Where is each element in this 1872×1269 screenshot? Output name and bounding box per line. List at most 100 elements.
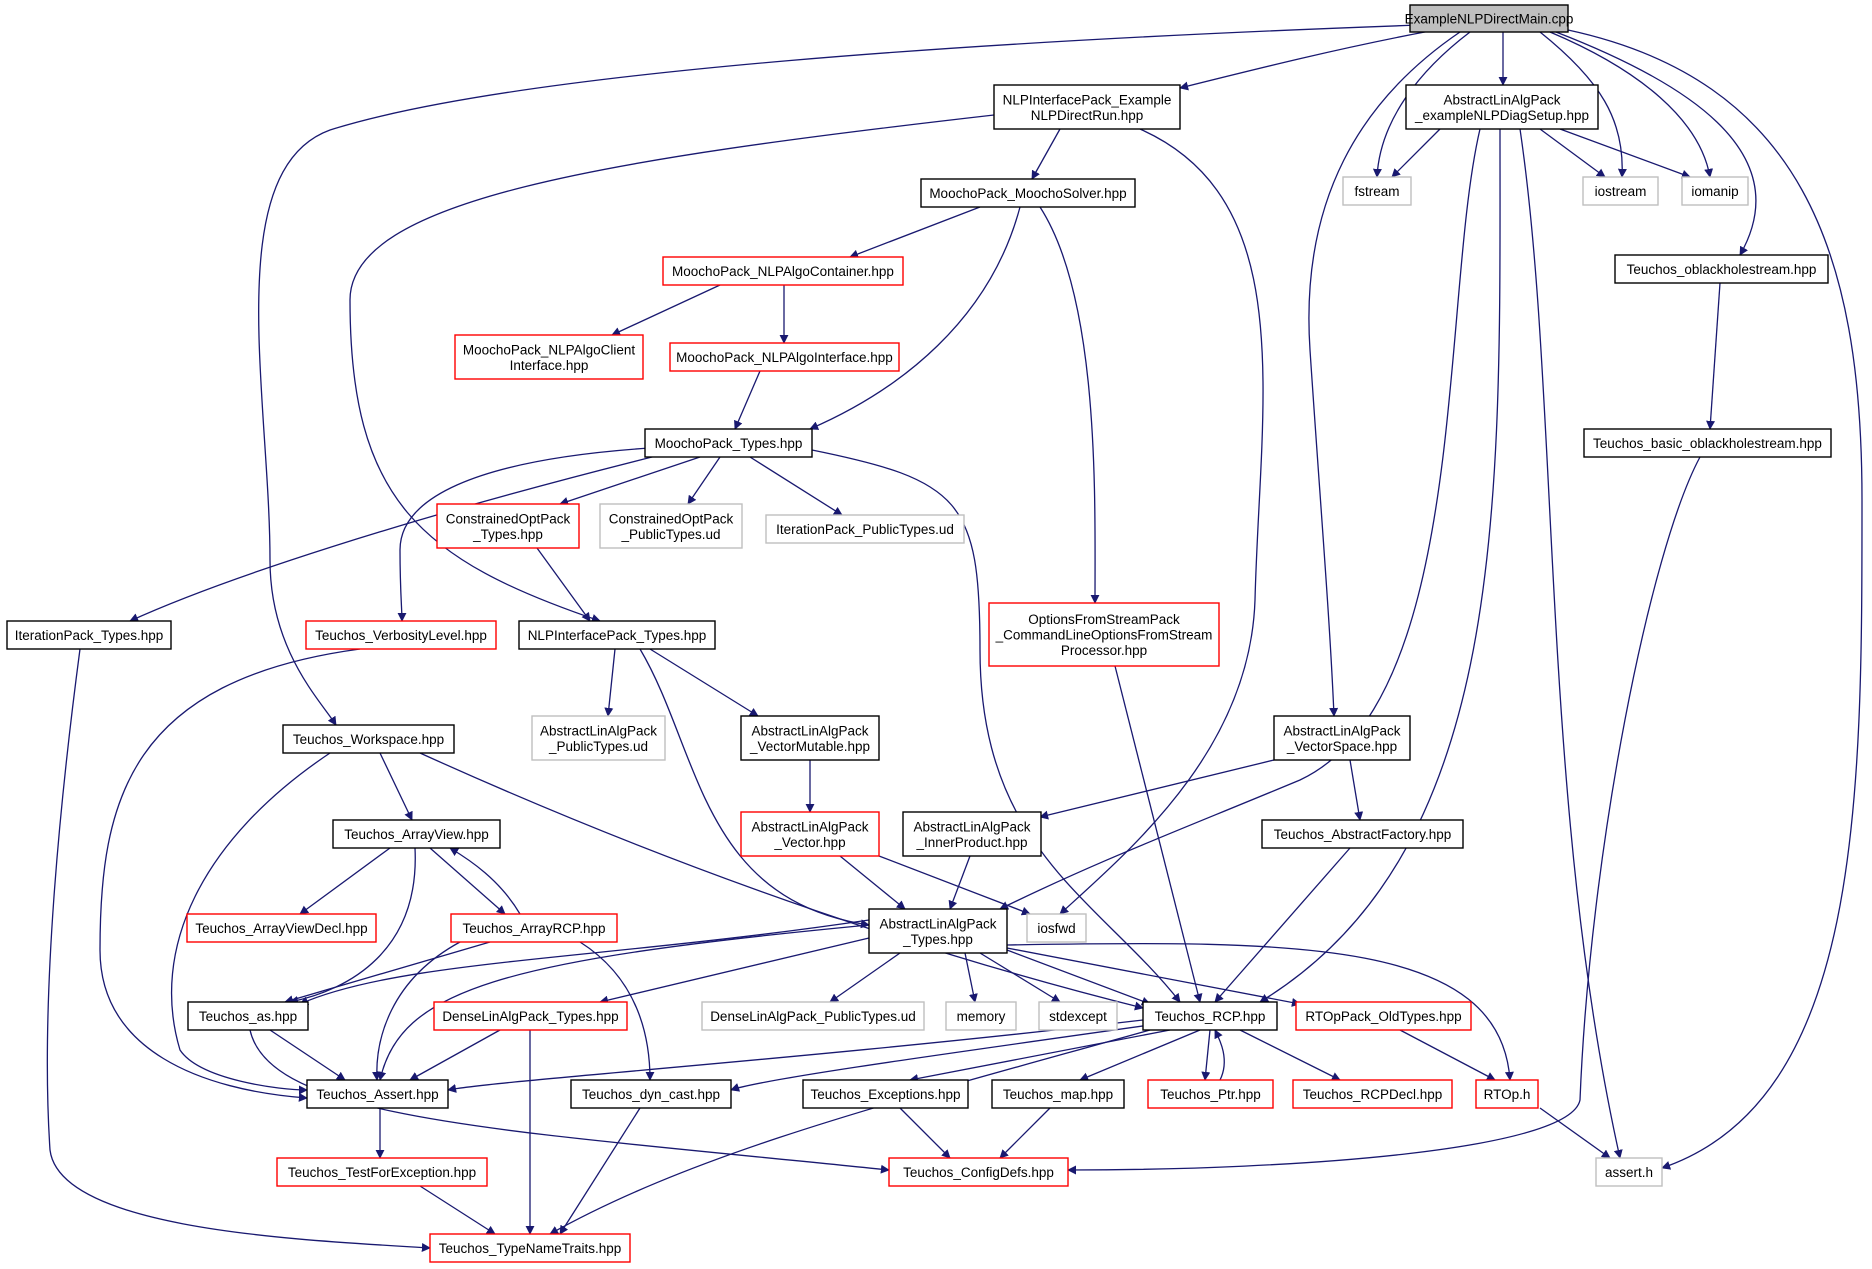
edge-alap_vector-to-alap_types: [839, 855, 906, 910]
node-label: NLPInterfacePack_Example: [1003, 92, 1172, 107]
node-iter-pub[interactable]: IterationPack_PublicTypes.ud: [765, 514, 965, 544]
node-nlpi-types[interactable]: NLPInterfacePack_Types.hpp: [518, 620, 716, 650]
edge-as-to-configdefs: [249, 1029, 890, 1174]
node-ofs[interactable]: OptionsFromStreamPack_CommandLineOptions…: [988, 602, 1220, 667]
node-label: AbstractLinAlgPack: [1443, 92, 1560, 107]
node-alap-pub[interactable]: AbstractLinAlgPack_PublicTypes.ud: [531, 715, 666, 761]
node-nlpalgo-container[interactable]: MoochoPack_NLPAlgoContainer.hpp: [662, 256, 904, 286]
node-iomanip[interactable]: iomanip: [1681, 176, 1749, 206]
node-alap-inner[interactable]: AbstractLinAlgPack_InnerProduct.hpp: [902, 811, 1042, 857]
node-label: Teuchos_RCP.hpp: [1155, 1009, 1266, 1024]
node-rcp[interactable]: Teuchos_RCP.hpp: [1142, 1001, 1278, 1031]
node-dyn-cast[interactable]: Teuchos_dyn_cast.hpp: [570, 1079, 732, 1109]
edge-moocho_types-to-copt_pub: [687, 456, 721, 505]
node-label: MoochoPack_NLPAlgoContainer.hpp: [672, 264, 894, 279]
node-moocho-solver[interactable]: MoochoPack_MoochoSolver.hpp: [920, 178, 1136, 208]
node-arrayview[interactable]: Teuchos_ArrayView.hpp: [332, 819, 501, 849]
node-label: MoochoPack_MoochoSolver.hpp: [929, 186, 1126, 201]
node-ptr[interactable]: Teuchos_Ptr.hpp: [1147, 1079, 1274, 1109]
node-label: Teuchos_Assert.hpp: [316, 1087, 438, 1102]
node-iosfwd[interactable]: iosfwd: [1026, 913, 1087, 943]
node-label: _CommandLineOptionsFromStream: [995, 628, 1213, 643]
edge-alap_types-to-rtop_old: [1006, 947, 1301, 1007]
node-nlpalgo-iface[interactable]: MoochoPack_NLPAlgoInterface.hpp: [669, 342, 900, 372]
node-fstream[interactable]: fstream: [1342, 176, 1412, 206]
node-label: _exampleNLPDiagSetup.hpp: [1414, 108, 1589, 123]
node-box: [305, 620, 497, 650]
node-assert-h[interactable]: assert.h: [1595, 1157, 1663, 1187]
node-configdefs[interactable]: Teuchos_ConfigDefs.hpp: [888, 1157, 1069, 1187]
node-arrayrcp[interactable]: Teuchos_ArrayRCP.hpp: [450, 913, 618, 943]
node-iter-types[interactable]: IterationPack_Types.hpp: [6, 620, 172, 650]
node-alap-diag[interactable]: AbstractLinAlgPack_exampleNLPDiagSetup.h…: [1405, 84, 1599, 130]
node-box: [920, 178, 1136, 208]
node-box: [1292, 1079, 1453, 1109]
node-box: [765, 514, 965, 544]
node-copt-pub[interactable]: ConstrainedOptPack_PublicTypes.ud: [599, 503, 743, 549]
node-box: [282, 724, 455, 754]
edge-alap_vecspace-to-alap_inner: [1039, 759, 1275, 820]
edge-oblackhole-to-basic_oblackhole: [1706, 282, 1721, 430]
node-box: [531, 715, 666, 761]
edge-dyn_cast-to-typename: [559, 1107, 641, 1235]
node-exceptions[interactable]: Teuchos_Exceptions.hpp: [802, 1079, 969, 1109]
node-root[interactable]: ExampleNLPDirectMain.cpp: [1405, 4, 1574, 33]
node-alap-types[interactable]: AbstractLinAlgPack_Types.hpp: [868, 908, 1008, 954]
node-box: [1409, 4, 1569, 33]
node-box: [1142, 1001, 1278, 1031]
node-memory[interactable]: memory: [945, 1001, 1017, 1031]
node-label: _PublicTypes.ud: [620, 527, 720, 542]
node-testforexc[interactable]: Teuchos_TestForException.hpp: [276, 1157, 488, 1187]
node-label: stdexcept: [1049, 1009, 1107, 1024]
node-assert-hpp[interactable]: Teuchos_Assert.hpp: [306, 1079, 449, 1109]
node-moocho-types[interactable]: MoochoPack_Types.hpp: [644, 428, 813, 458]
node-box: [1026, 913, 1087, 943]
node-typename[interactable]: Teuchos_TypeNameTraits.hpp: [429, 1233, 631, 1263]
edge-nlpi_types-to-alap_vecmut: [649, 648, 759, 717]
node-alap-vecmut[interactable]: AbstractLinAlgPack_VectorMutable.hpp: [740, 715, 880, 761]
node-label: MoochoPack_Types.hpp: [655, 436, 803, 451]
node-as[interactable]: Teuchos_as.hpp: [187, 1001, 309, 1031]
node-label: assert.h: [1605, 1165, 1653, 1180]
node-box: [740, 811, 880, 857]
edge-root-to-iomanip: [1549, 31, 1714, 178]
edge-moocho_types-to-verbosity: [397, 447, 651, 622]
node-copt-types[interactable]: ConstrainedOptPack_Types.hpp: [436, 503, 580, 549]
node-label: fstream: [1354, 184, 1399, 199]
node-label: AbstractLinAlgPack: [540, 723, 657, 738]
node-rtop[interactable]: RTOp.h: [1475, 1079, 1539, 1109]
edge-root-to-oblackhole: [1555, 31, 1757, 256]
node-basic-oblackhole[interactable]: Teuchos_basic_oblackholestream.hpp: [1583, 428, 1832, 458]
node-box: [436, 503, 580, 549]
node-label: MoochoPack_NLPAlgoInterface.hpp: [676, 350, 893, 365]
node-stdexcept[interactable]: stdexcept: [1038, 1001, 1118, 1031]
node-rcpdecl[interactable]: Teuchos_RCPDecl.hpp: [1292, 1079, 1453, 1109]
node-oblackhole[interactable]: Teuchos_oblackholestream.hpp: [1614, 254, 1829, 284]
node-dense-pub[interactable]: DenseLinAlgPack_PublicTypes.ud: [701, 1001, 925, 1031]
edge-arrayrcp-to-dyn_cast: [579, 941, 655, 1081]
node-absfactory[interactable]: Teuchos_AbstractFactory.hpp: [1261, 819, 1464, 849]
node-workspace[interactable]: Teuchos_Workspace.hpp: [282, 724, 455, 754]
node-alap-vector[interactable]: AbstractLinAlgPack_Vector.hpp: [740, 811, 880, 857]
node-map[interactable]: Teuchos_map.hpp: [991, 1079, 1125, 1109]
node-box: [1273, 715, 1411, 761]
node-iostream[interactable]: iostream: [1582, 176, 1659, 206]
node-label: NLPDirectRun.hpp: [1031, 108, 1144, 123]
dependency-edges: [46, 24, 1863, 1252]
node-label: Teuchos_RCPDecl.hpp: [1303, 1087, 1443, 1102]
node-box: [1614, 254, 1829, 284]
node-dense-types[interactable]: DenseLinAlgPack_Types.hpp: [433, 1001, 628, 1031]
edge-nlpi_types-to-alap_types: [639, 648, 870, 929]
node-alap-vecspace[interactable]: AbstractLinAlgPack_VectorSpace.hpp: [1273, 715, 1411, 761]
node-rtop-old[interactable]: RTOpPack_OldTypes.hpp: [1295, 1001, 1472, 1031]
node-box: [276, 1157, 488, 1187]
edge-alap_diag-to-rcp: [1259, 128, 1501, 1003]
edge-moocho_types-to-iter_types: [129, 454, 661, 622]
node-verbosity[interactable]: Teuchos_VerbosityLevel.hpp: [305, 620, 497, 650]
node-arrayviewdecl[interactable]: Teuchos_ArrayViewDecl.hpp: [186, 913, 377, 943]
node-label: Teuchos_map.hpp: [1003, 1087, 1113, 1102]
node-label: iomanip: [1691, 184, 1738, 199]
